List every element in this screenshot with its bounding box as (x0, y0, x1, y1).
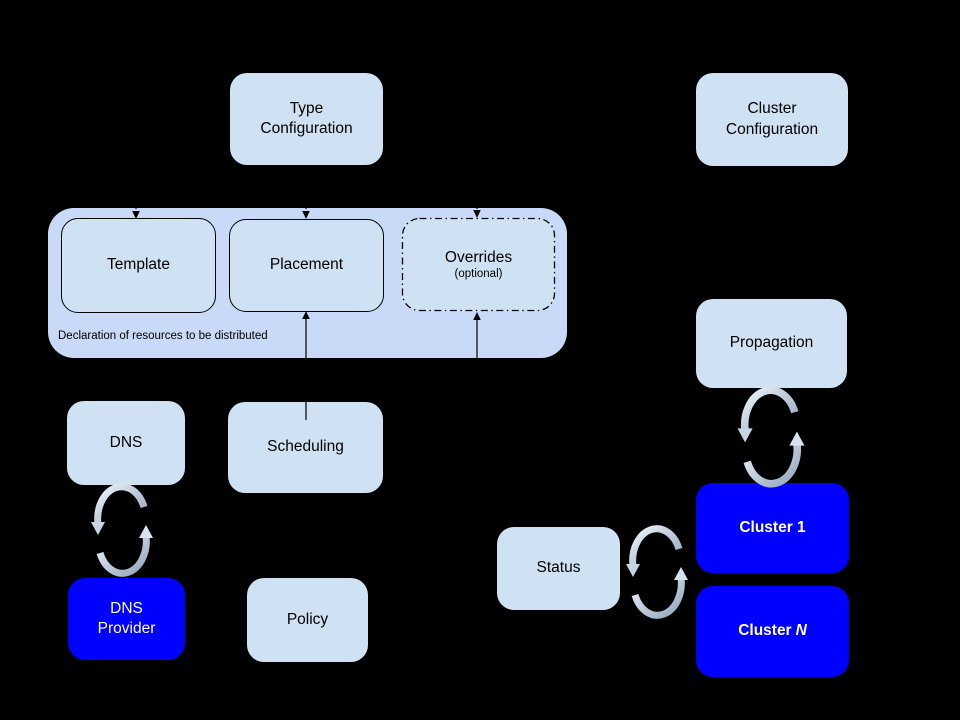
node-label: Cluster 1 (739, 518, 806, 536)
node-sublabel: (optional) (454, 268, 503, 281)
sync-icon (91, 487, 153, 574)
group-caption: Declaration of resources to be distribut… (58, 330, 268, 342)
node-label: Type (289, 99, 324, 117)
node-cluster-configuration: Cluster Configuration (696, 73, 848, 166)
node-label: Configuration (725, 120, 819, 138)
node-scheduling: Scheduling (228, 402, 383, 493)
node-dns-provider: DNS Provider (68, 578, 185, 660)
node-overrides: Overrides (optional) (402, 218, 555, 311)
node-label: Provider (97, 620, 156, 637)
node-label: Propagation (729, 334, 814, 352)
node-type-configuration: Type Configuration (230, 73, 383, 165)
node-placement: Placement (229, 219, 384, 312)
sync-icon (626, 529, 688, 616)
node-label: Policy (286, 610, 329, 628)
node-status: Status (497, 527, 620, 610)
node-label: Overrides (444, 248, 513, 266)
node-policy: Policy (247, 578, 368, 662)
sync-icon (738, 390, 805, 483)
node-template: Template (61, 218, 216, 313)
node-label: Placement (269, 256, 344, 274)
node-label: Template (107, 256, 170, 274)
node-label: DNS (110, 599, 143, 617)
node-label: Scheduling (267, 438, 344, 456)
node-label: DNS (109, 433, 143, 451)
node-dns: DNS (67, 401, 185, 485)
node-cluster-1: Cluster 1 (696, 483, 849, 573)
node-label: Cluster (747, 100, 797, 118)
node-label: Configuration (260, 120, 353, 137)
node-propagation: Propagation (696, 299, 847, 388)
node-label: Status (536, 559, 581, 577)
